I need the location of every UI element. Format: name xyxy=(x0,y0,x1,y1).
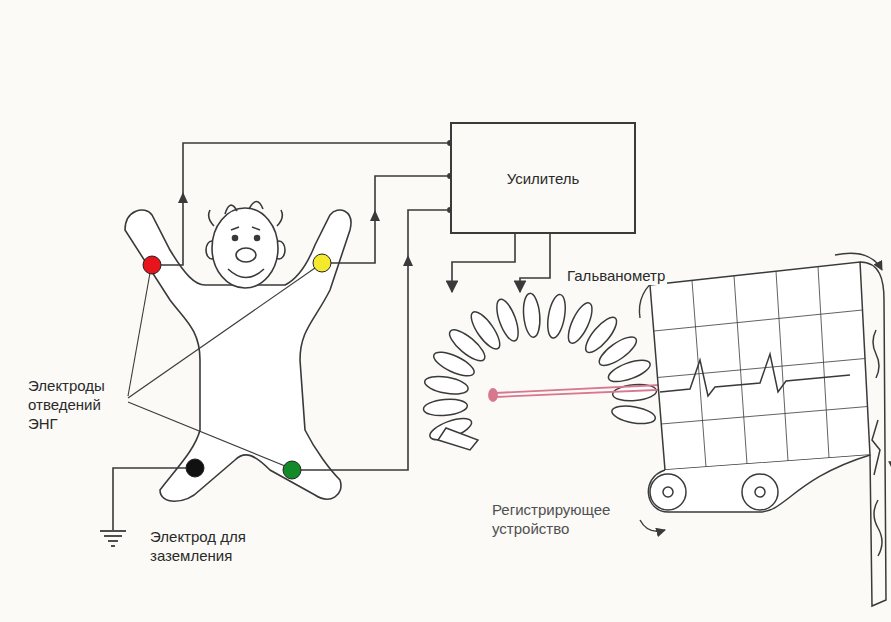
galvanometer-coil-part xyxy=(611,403,657,426)
recording-paper-part xyxy=(872,330,882,556)
electrodes xyxy=(143,254,331,479)
recording-paper-part xyxy=(650,474,686,510)
electrodes-part xyxy=(186,459,204,477)
leader-lines-part xyxy=(128,273,150,396)
leader-lines-part xyxy=(128,268,315,398)
recording-paper-part xyxy=(654,267,868,467)
ground-symbol-part xyxy=(111,545,115,547)
node-text: Усилитель xyxy=(507,169,580,188)
person-figure-part xyxy=(125,210,351,501)
recording-paper-part xyxy=(742,474,778,510)
galvanometer-coil-part xyxy=(423,374,469,397)
recording-paper-part xyxy=(755,487,765,497)
electrodes-part xyxy=(313,254,331,272)
electrodes-part xyxy=(143,256,161,274)
person-figure-part xyxy=(231,227,260,230)
electrode-wires-part xyxy=(113,468,186,530)
recording-paper-part xyxy=(650,262,870,470)
person-figure-part xyxy=(209,202,283,227)
motion-arrows xyxy=(639,253,891,531)
galvanometer-coil-part xyxy=(438,428,478,450)
signal-wire xyxy=(452,234,515,292)
electrode-wires-part xyxy=(331,176,447,263)
galvanometer-coil-part xyxy=(423,398,468,418)
ground-symbol-part xyxy=(100,530,126,532)
electrode-label: Электроды отведений ЭНГ xyxy=(28,376,128,433)
person-figure xyxy=(125,202,351,502)
galvanometer-coil-part xyxy=(492,297,522,344)
recorder-label: Регистрирующее устройство xyxy=(492,500,637,538)
recording-paper-part xyxy=(860,262,886,606)
leader-lines-part xyxy=(128,402,285,466)
person-figure-part xyxy=(212,208,278,288)
recording-paper-part xyxy=(648,455,870,512)
galvanometer-coil xyxy=(423,293,657,450)
motion-arrows-part xyxy=(640,520,665,531)
node-text: Гальванометр xyxy=(565,266,667,285)
electrode-wires xyxy=(113,143,447,530)
ground-symbol-part xyxy=(104,535,122,537)
signal-wire xyxy=(520,234,550,292)
person-figure-part xyxy=(233,236,238,241)
light-beam-part xyxy=(489,389,497,401)
wire-arrows-part xyxy=(370,210,380,221)
electrode-wires-part xyxy=(161,143,447,265)
galvanometer-coil-part xyxy=(545,293,568,339)
galvanometer: Гальванометр xyxy=(425,292,655,457)
leader-lines xyxy=(128,268,315,466)
recording-paper xyxy=(648,262,886,606)
wire-arrows-part xyxy=(403,255,413,266)
motion-arrows-part xyxy=(835,253,882,270)
person-figure-part xyxy=(236,248,256,262)
electrodes-part xyxy=(283,461,301,479)
galvanometer-coil-part xyxy=(522,293,542,338)
ground-symbol xyxy=(100,531,126,546)
person-figure-part xyxy=(255,236,260,241)
galvanometer-coil-part xyxy=(606,356,653,386)
wire-arrows-part xyxy=(178,192,188,203)
person-figure-part xyxy=(228,269,264,278)
wire-arrows xyxy=(178,192,413,266)
recording-paper-part xyxy=(660,354,850,396)
recording-paper-part xyxy=(663,487,673,497)
electrode-wires-part xyxy=(301,210,447,470)
amplifier-box: Усилитель xyxy=(450,122,636,234)
ground-symbol-part xyxy=(108,540,118,542)
ground-label: Электрод для заземления xyxy=(150,527,280,565)
